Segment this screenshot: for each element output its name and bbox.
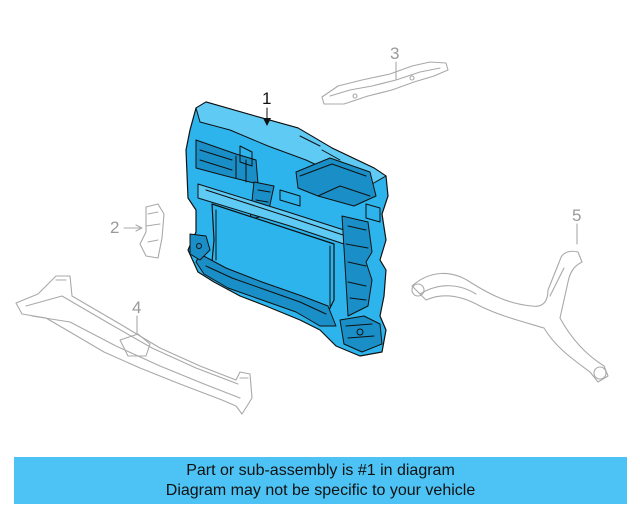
callout-3: 3 (390, 44, 399, 63)
parts-diagram: 3 2 4 5 (15, 44, 609, 415)
part-2-bracket[interactable] (139, 203, 165, 259)
part-4-crossmember[interactable] (15, 275, 253, 415)
part-3-bracket[interactable] (321, 61, 449, 105)
callout-4: 4 (132, 298, 141, 317)
part-1-radiator-support[interactable] (185, 101, 389, 357)
callout-5: 5 (572, 206, 581, 225)
leader-1-arrow (263, 118, 271, 126)
part-5-hose[interactable] (411, 250, 609, 383)
callout-2: 2 (110, 218, 119, 237)
banner-line-2: Diagram may not be specific to your vehi… (165, 481, 476, 499)
banner-line-1: Part or sub-assembly is #1 in diagram (186, 461, 455, 479)
info-banner: Part or sub-assembly is #1 in diagram Di… (14, 457, 627, 504)
callout-1: 1 (262, 89, 271, 108)
